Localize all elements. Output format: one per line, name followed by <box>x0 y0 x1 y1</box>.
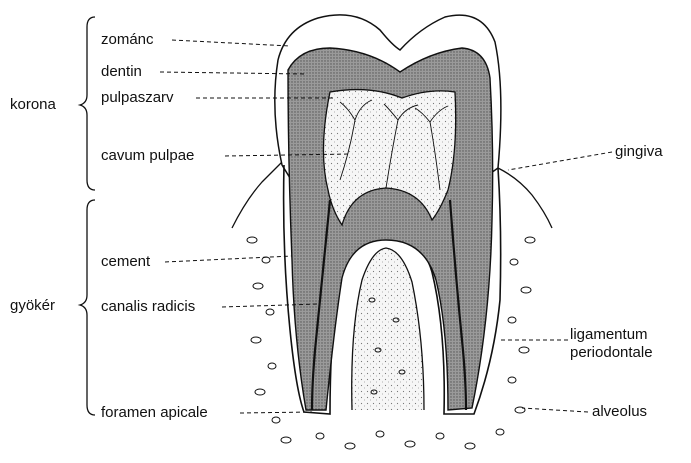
label-cavum-pulpae: cavum pulpae <box>101 147 195 164</box>
label-ligamentum-line2: periodontale <box>570 344 653 361</box>
label-canalis-radicis: canalis radicis <box>101 298 196 315</box>
leader-foramen <box>239 411 313 414</box>
leader-cement <box>164 255 293 263</box>
label-korona: korona <box>10 96 56 113</box>
leader-dentin <box>159 71 306 75</box>
root-canal-right <box>448 199 468 411</box>
label-cement: cement <box>101 253 151 270</box>
label-gyoker: gyökér <box>10 297 56 314</box>
leader-gingiva <box>507 151 613 171</box>
bone-speckles <box>246 236 536 450</box>
pulp-chamber <box>322 88 457 227</box>
label-dentin: dentin <box>101 63 142 80</box>
gingiva-right <box>497 167 553 229</box>
label-gingiva: gingiva <box>615 143 663 160</box>
korona-bracket <box>77 16 96 191</box>
label-zomanc: zománc <box>101 31 154 48</box>
label-ligamentum-line1: ligamentum <box>570 326 648 343</box>
gingiva-left <box>231 161 283 229</box>
label-foramen-apicale: foramen apicale <box>101 404 208 421</box>
root-canal-left <box>310 199 332 411</box>
leader-canalis <box>221 303 319 308</box>
leader-lines <box>159 39 613 414</box>
interradicular-septum <box>351 247 425 411</box>
leader-alveolus <box>521 407 589 413</box>
label-alveolus: alveolus <box>592 403 648 420</box>
gyoker-bracket <box>77 199 96 416</box>
leader-zomanc <box>171 39 291 47</box>
label-pulpaszarv: pulpaszarv <box>101 89 174 106</box>
pulp-nerves <box>339 99 449 191</box>
